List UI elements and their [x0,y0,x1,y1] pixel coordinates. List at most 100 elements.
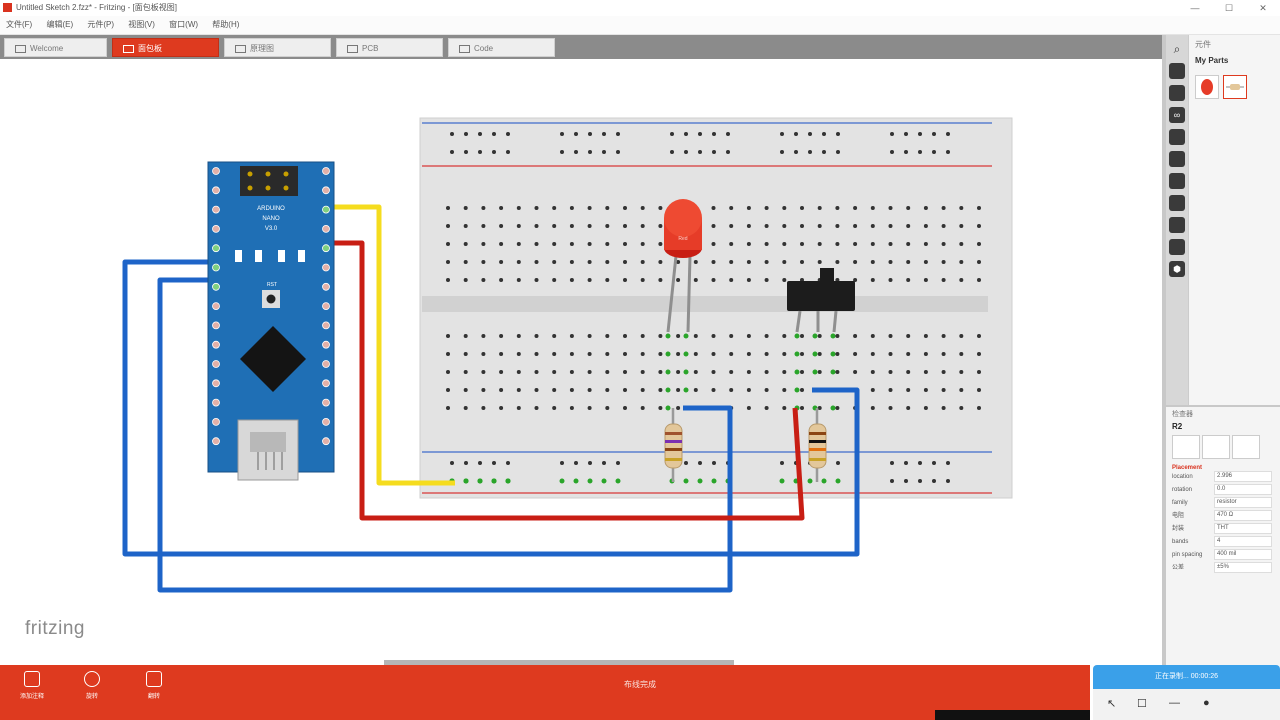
menu-help[interactable]: 帮助(H) [212,20,240,29]
part-led-slot[interactable] [1195,75,1219,99]
menu-edit[interactable]: 编辑(E) [46,20,74,29]
contrib-bin-icon[interactable] [1169,217,1185,233]
window-title: Untitled Sketch 2.fzz* - Fritzing - [面包板… [16,3,177,12]
yellow-wire [327,204,455,486]
title-bar: Untitled Sketch 2.fzz* - Fritzing - [面包板… [0,0,1280,17]
resistor-part-icon [1226,84,1244,90]
parts-bin: 元件 My Parts [1188,35,1280,405]
led-label: Red [678,236,687,242]
bottom-toolbar: 添加注释 旋转 翻转 布线完成 [0,665,1090,720]
bands-field[interactable]: 4 [1214,536,1272,547]
fritzing-app-icon [3,3,12,12]
arduino-label-2: NANO [262,216,280,222]
arduino-pins [212,167,330,446]
slide-switch[interactable] [787,268,855,333]
blue-wire-2 [157,277,733,593]
menu-window[interactable]: 窗口(W) [169,20,199,29]
resistor-r2[interactable] [808,408,827,482]
breadboard-canvas[interactable]: ARDUINO NANO V3.0 RST Red [0,59,1162,665]
record-icon[interactable]: ● [1203,697,1210,709]
arduino-label-4: RST [267,282,277,288]
arduino-label-3: V3.0 [265,226,278,232]
menu-file[interactable]: 文件(F) [6,20,33,29]
infinity-icon[interactable]: ∞ [1169,107,1185,123]
breadboard-icon [123,44,134,53]
adafruit-bin-icon[interactable] [1169,195,1185,211]
breadboard[interactable] [419,117,1013,499]
family-field[interactable]: resistor [1214,497,1272,508]
red-wire [327,240,805,521]
tab-breadboard[interactable]: 面包板 [112,38,219,57]
part-resistor-slot[interactable] [1223,75,1247,99]
menu-part[interactable]: 元件(P) [87,20,115,29]
wires[interactable] [122,204,860,593]
tab-pcb[interactable]: PCB [336,38,443,57]
cursor-icon[interactable]: ↖ [1107,698,1117,710]
rotation-field[interactable]: 0.0 [1214,484,1272,495]
schematic-icon [235,44,246,53]
horizontal-scrollbar[interactable] [384,660,734,665]
location-field[interactable]: 2.996 [1214,471,1272,482]
resistance-field[interactable]: 470 Ω [1214,510,1272,521]
mine-parts-icon[interactable] [1169,85,1185,101]
resistor-r1[interactable] [664,408,683,482]
thumb-pcb [1232,435,1260,459]
parts-bin-toolstrip: ⌕ ∞ ⬢ [1166,35,1188,405]
window-icon[interactable]: ☐ [1137,698,1147,710]
pcb-icon [347,44,358,53]
search-icon[interactable]: ⌕ [1173,42,1181,56]
led-part-icon [1201,79,1213,95]
blue-wire-1 [122,259,860,557]
circuit-drawing: ARDUINO NANO V3.0 RST Red [122,117,1013,593]
welcome-icon [15,44,26,53]
inspector-part-id: R2 [1172,422,1183,431]
arduino-nano[interactable]: ARDUINO NANO V3.0 RST [207,161,335,481]
flip-icon [146,671,162,687]
thumb-schematic [1202,435,1230,459]
tab-schematic[interactable]: 原理图 [224,38,331,57]
pin-spacing-field[interactable]: 400 mil [1214,549,1272,560]
thumb-breadboard [1172,435,1200,459]
view-tabs: Welcome 面包板 原理图 PCB Code [0,35,1162,59]
maximize-button[interactable]: ☐ [1224,3,1234,13]
sparkfun-bin-icon[interactable] [1169,151,1185,167]
hex-bin-icon[interactable]: ⬢ [1169,261,1185,277]
parts-bin-label: My Parts [1195,56,1229,65]
seeed-bin-icon[interactable] [1169,173,1185,189]
minimize-button[interactable]: — [1190,3,1200,13]
add-note-button[interactable]: 添加注释 [12,671,52,700]
tolerance-field[interactable]: ±5% [1214,562,1272,573]
panel-divider[interactable] [1162,35,1166,665]
breadboard-holes [446,132,981,484]
routing-status: 布线完成 [624,680,656,689]
fritzing-logo: fritzing [25,618,85,639]
inspector-section: Placement [1172,465,1203,471]
flip-button[interactable]: 翻转 [134,671,174,700]
taskbar: ↖ ☐ — ● [1093,689,1280,720]
system-tray-strip [935,710,1090,720]
inspector-title: 检查器 [1172,411,1193,418]
tab-welcome[interactable]: Welcome [4,38,107,57]
window-controls: — ☐ ✕ [1178,0,1280,16]
tab-code[interactable]: Code [448,38,555,57]
arduino-bin-icon[interactable] [1169,129,1185,145]
recording-notification[interactable]: 正在录制... 00:00:26 [1093,665,1280,689]
menu-view[interactable]: 视图(V) [128,20,155,29]
red-led[interactable]: Red [664,199,702,333]
rotate-button[interactable]: 旋转 [72,671,112,700]
code-icon [459,44,470,53]
temp-bin-icon[interactable] [1169,239,1185,255]
dash-icon[interactable]: — [1169,697,1180,709]
package-field[interactable]: THT [1214,523,1272,534]
menu-bar: 文件(F) 编辑(E) 元件(P) 视图(V) 窗口(W) 帮助(H) [0,16,1280,35]
close-button[interactable]: ✕ [1259,3,1267,13]
core-parts-icon[interactable] [1169,63,1185,79]
